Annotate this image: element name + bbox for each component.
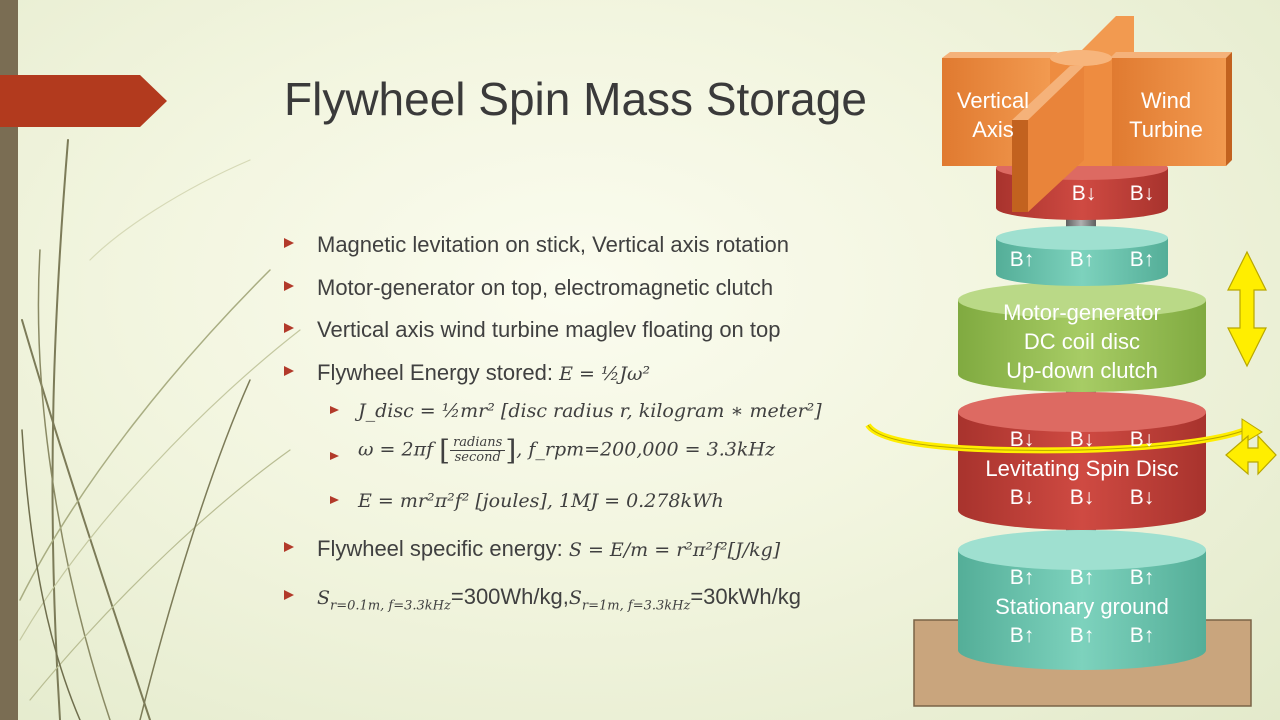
b-field-label: B↓ xyxy=(1069,486,1095,509)
s1-symbol: S xyxy=(317,587,331,609)
motor-line1: Motor-generator xyxy=(1003,300,1161,325)
bullet-arrow-icon xyxy=(284,590,294,600)
turbine-right-label: Wind Turbine xyxy=(1110,86,1222,144)
sub-bullet-arrow-icon xyxy=(330,406,339,414)
sub-bullet-arrow-icon xyxy=(330,452,339,460)
bullet-arrow-icon xyxy=(284,281,294,291)
s1-value: =300Wh/kg, xyxy=(450,584,569,609)
s2-value: =30kWh/kg xyxy=(690,584,801,609)
turbine-box-right xyxy=(1110,52,1232,166)
specific-formula: S = E/m = r²π²f²[J/kg] xyxy=(568,539,781,561)
turbine-right-line1: Wind xyxy=(1140,88,1192,113)
turbine-left-line1: Vertical xyxy=(956,88,1030,113)
energy-joules-formula: E = mr²π²f² [joules], 1MJ = 0.278kWh xyxy=(358,490,724,512)
left-edge-bar xyxy=(0,0,18,720)
motor-generator-label: Motor-generator DC coil disc Up-down clu… xyxy=(960,298,1204,385)
stationary-ground-label: Stationary ground xyxy=(995,594,1169,619)
b-field-label: B↑ xyxy=(1009,566,1035,589)
bullet-arrow-icon xyxy=(284,542,294,552)
bullet-arrow-icon xyxy=(284,238,294,248)
motor-generator-disc xyxy=(958,282,1206,392)
bracket-close: ] xyxy=(505,434,517,467)
bullet-text: Sr=0.1m, f=3.3kHz=300Wh/kg,Sr=1m, f=3.3k… xyxy=(317,584,801,613)
jdisc-formula: J_disc = ½mr² [disc radius r, kilogram ∗… xyxy=(358,400,822,422)
b-field-label: B↓ xyxy=(1071,182,1097,205)
bracket-open: [ xyxy=(439,434,451,467)
bullet-arrow-icon xyxy=(284,323,294,333)
motor-line3: Up-down clutch xyxy=(1006,358,1158,383)
left-right-arrow-icon xyxy=(1225,434,1277,476)
b-field-label: B↓ xyxy=(1009,486,1035,509)
up-down-arrow-icon xyxy=(1227,250,1267,368)
b-field-label: B↑ xyxy=(1009,248,1035,271)
b-field-label: B↑ xyxy=(1069,624,1095,647)
bullet-text: Magnetic levitation on stick, Vertical a… xyxy=(317,232,790,257)
bullet-text: Vertical axis wind turbine maglev floati… xyxy=(317,317,781,342)
sub-bullet-arrow-icon xyxy=(330,496,339,504)
stationary-ground-disc xyxy=(958,530,1206,670)
motor-line2: DC coil disc xyxy=(1023,329,1141,354)
energy-lead: Flywheel Energy stored: xyxy=(317,360,560,385)
energy-formula: E = ½Jω² xyxy=(559,363,651,385)
bullet-arrow-icon xyxy=(284,366,294,376)
b-field-label: B↑ xyxy=(1129,624,1155,647)
omega-left: ω = 2πf xyxy=(358,438,434,461)
turbine-left-label: Vertical Axis xyxy=(942,86,1044,144)
turbine-left-line2: Axis xyxy=(972,117,1014,142)
b-field-label: B↓ xyxy=(1129,428,1155,451)
b-field-label: B↓ xyxy=(1009,428,1035,451)
b-field-label: B↓ xyxy=(1129,182,1155,205)
turbine-blade-front xyxy=(1012,66,1084,212)
levitating-spin-disc xyxy=(958,392,1206,530)
b-field-label: B↑ xyxy=(1069,248,1095,271)
s2-symbol: S xyxy=(568,587,582,609)
b-field-label: B↑ xyxy=(1009,624,1035,647)
page-title: Flywheel Spin Mass Storage xyxy=(284,73,867,125)
bullet-text: Flywheel specific energy: S = E/m = r²π²… xyxy=(317,536,780,562)
s1-subscript: r=0.1m, f=3.3kHz xyxy=(330,598,451,614)
bullet-text: Flywheel Energy stored: E = ½Jω² xyxy=(317,360,650,386)
b-field-label: B↑ xyxy=(1129,566,1155,589)
b-field-label: B↑ xyxy=(1129,248,1155,271)
omega-right: , f_rpm=200,000 = 3.3kHz xyxy=(516,438,775,461)
title-arrow-marker xyxy=(0,75,167,127)
turbine-right-line2: Turbine xyxy=(1129,117,1203,142)
b-field-label: B↑ xyxy=(1069,566,1095,589)
decorative-grass-lines xyxy=(19,139,301,720)
upper-magnet-disc xyxy=(996,226,1168,286)
specific-lead: Flywheel specific energy: xyxy=(317,536,569,561)
fraction-denominator: second xyxy=(454,450,501,465)
s2-subscript: r=1m, f=3.3kHz xyxy=(581,598,691,614)
fraction-numerator: radians xyxy=(450,436,506,451)
b-field-label: B↓ xyxy=(1129,486,1155,509)
bullet-text: Motor-generator on top, electromagnetic … xyxy=(317,275,774,300)
b-field-label: B↓ xyxy=(1069,428,1095,451)
spin-disc-label: Levitating Spin Disc xyxy=(985,456,1179,481)
